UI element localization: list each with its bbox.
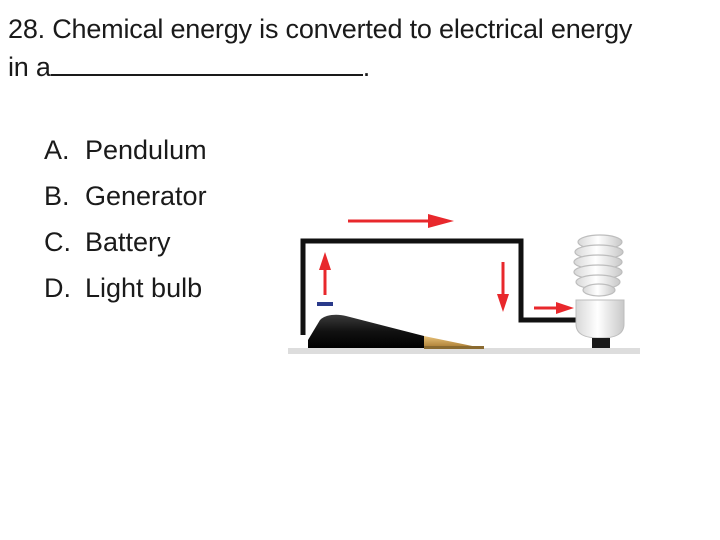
option-b[interactable]: B. Generator bbox=[44, 176, 207, 222]
ground-shadow bbox=[288, 348, 640, 354]
option-d[interactable]: D. Light bulb bbox=[44, 268, 207, 314]
question-line-2-prefix: in a bbox=[8, 52, 51, 82]
option-letter: C. bbox=[44, 227, 71, 257]
current-arrow-icon bbox=[497, 262, 509, 312]
light-bulb-icon bbox=[573, 234, 625, 348]
option-letter: B. bbox=[44, 181, 70, 211]
answer-blank bbox=[50, 52, 363, 76]
option-a[interactable]: A. Pendulum bbox=[44, 130, 207, 176]
option-letter: A. bbox=[44, 135, 70, 165]
option-label: Generator bbox=[85, 181, 207, 211]
question-number: 28. bbox=[8, 14, 45, 44]
question-text: 28. Chemical energy is converted to elec… bbox=[8, 10, 708, 86]
battery-icon bbox=[308, 314, 484, 349]
option-label: Light bulb bbox=[85, 273, 203, 303]
option-c[interactable]: C. Battery bbox=[44, 222, 207, 268]
battery-circuit-illustration bbox=[288, 214, 640, 354]
current-arrow-icon bbox=[534, 302, 574, 314]
option-letter: D. bbox=[44, 273, 71, 303]
current-arrow-icon bbox=[348, 214, 454, 228]
question-line-2-suffix: . bbox=[362, 52, 371, 82]
question-line-1: Chemical energy is converted to electric… bbox=[52, 14, 633, 44]
option-label: Pendulum bbox=[85, 135, 207, 165]
option-label: Battery bbox=[85, 227, 171, 257]
circuit-wire bbox=[300, 238, 582, 335]
answer-options: A. Pendulum B. Generator C. Battery D. L… bbox=[44, 130, 207, 314]
minus-sign-icon bbox=[317, 302, 333, 306]
current-arrow-icon bbox=[319, 252, 331, 295]
